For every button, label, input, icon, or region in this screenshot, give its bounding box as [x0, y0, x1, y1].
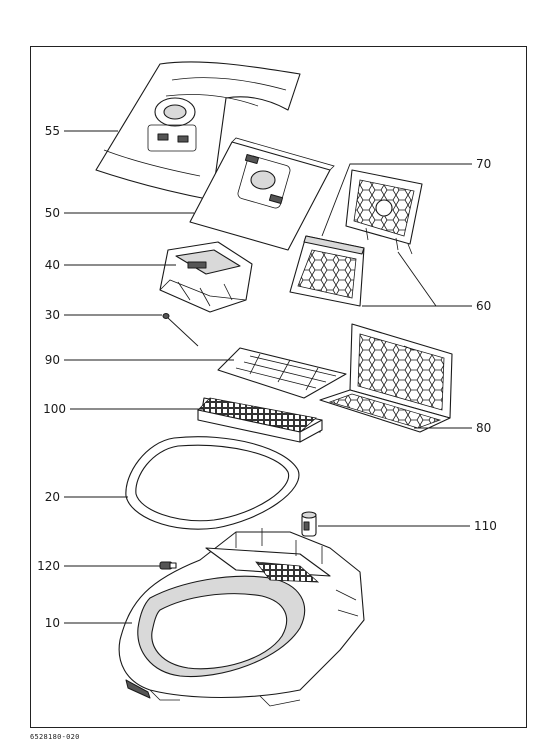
label-120: 120	[37, 559, 60, 573]
part-50-filter-bag	[189, 137, 335, 251]
part-120-fitting	[159, 561, 177, 570]
part-20-seal-gasket	[125, 436, 300, 530]
diagram-frame	[30, 46, 527, 728]
label-70: 70	[476, 157, 491, 171]
leader-70	[321, 163, 472, 237]
label-55: 55	[45, 124, 60, 138]
part-90-pre-filter	[217, 347, 347, 399]
part-80-filter-cassette	[319, 323, 453, 433]
part-70-exhaust-filter-frame	[345, 169, 423, 255]
leader-60	[362, 251, 472, 307]
part-labels: 55 50 40 30 90 100 20 120 10 70 60 80 11…	[37, 124, 497, 630]
label-30: 30	[45, 308, 60, 322]
document-number: 6528180-020	[30, 733, 80, 741]
part-10-housing	[118, 528, 365, 707]
part-55-dust-bag	[95, 61, 301, 201]
label-110: 110	[474, 519, 497, 533]
label-80: 80	[476, 421, 491, 435]
part-60-exhaust-filter	[289, 235, 365, 307]
label-90: 90	[45, 353, 60, 367]
label-50: 50	[45, 206, 60, 220]
label-100: 100	[43, 402, 66, 416]
part-100-hepa-filter	[197, 397, 323, 443]
label-10: 10	[45, 616, 60, 630]
label-40: 40	[45, 258, 60, 272]
part-40-bag-holder	[159, 241, 253, 313]
label-20: 20	[45, 490, 60, 504]
part-30-pin	[162, 313, 199, 347]
leader-lines	[64, 130, 472, 624]
part-110-wheel-bracket	[301, 511, 317, 537]
label-60: 60	[476, 299, 491, 313]
